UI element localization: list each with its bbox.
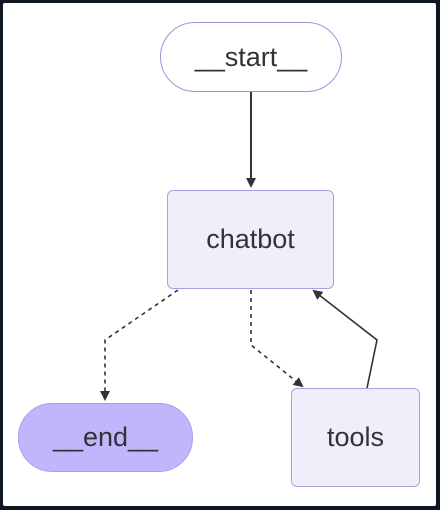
- node-start: __start__: [160, 22, 342, 92]
- node-tools-label: tools: [326, 422, 385, 452]
- node-end: __end__: [18, 403, 193, 472]
- node-start-label: __start__: [194, 41, 308, 72]
- node-chatbot-label: chatbot: [206, 224, 295, 254]
- node-chatbot: chatbot: [167, 190, 334, 289]
- node-end-label: __end__: [52, 422, 159, 452]
- node-tools: tools: [291, 388, 420, 487]
